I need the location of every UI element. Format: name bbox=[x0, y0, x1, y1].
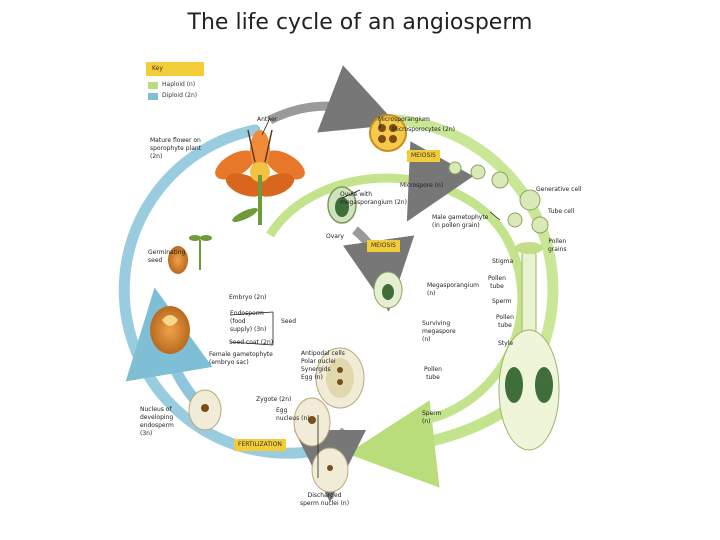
label-microsporocytes: Microsporocytes (2n) bbox=[392, 126, 455, 133]
label-endosperm: Endosperm (food supply) (3n) bbox=[230, 310, 267, 333]
ovule-illustration bbox=[327, 186, 357, 224]
seed-illustrations bbox=[150, 246, 222, 431]
flower-illustration bbox=[215, 129, 305, 225]
label-germinating-seed: Germinating seed bbox=[148, 249, 186, 264]
label-embryo: Embryo (2n) bbox=[229, 294, 267, 301]
label-nucleus-endosperm: Nucleus of developing endosperm (3n) bbox=[140, 406, 174, 437]
haploid-swatch bbox=[148, 82, 158, 89]
key-header: Key bbox=[146, 62, 204, 76]
label-stigma: Stigma bbox=[492, 258, 514, 265]
label-zygote: Zygote (2n) bbox=[256, 396, 292, 403]
pistil-illustration bbox=[498, 242, 560, 451]
haploid-label: Haploid (n) bbox=[162, 81, 196, 88]
label-seed: Seed bbox=[281, 318, 296, 325]
label-pollen-tube-3: Pollen tube bbox=[424, 366, 442, 381]
label-antipodal-cells: Antipodal cells Polar nuclei Synergids E… bbox=[301, 350, 345, 381]
label-male-gametophyte: Male gametophyte (in pollen grain) bbox=[432, 214, 489, 229]
label-sperm-right: Sperm bbox=[492, 298, 512, 305]
label-anther: Anther bbox=[257, 116, 278, 123]
label-style: Style bbox=[498, 340, 514, 347]
seedling-illustration bbox=[189, 235, 212, 270]
diploid-swatch bbox=[148, 93, 158, 100]
diploid-label: Diploid (2n) bbox=[162, 92, 198, 99]
embryo-sac-illustration bbox=[315, 347, 365, 409]
key-legend: Key Haploid (n) Diploid (2n) bbox=[146, 62, 204, 102]
label-pollen-grains: Pollen grains bbox=[548, 238, 567, 253]
label-sperm-bottom: Sperm (n) bbox=[422, 410, 442, 425]
label-egg-nucleus: Egg nucleus (n) bbox=[276, 407, 310, 422]
label-pollen-tube-1: Pollen tube bbox=[488, 275, 506, 290]
label-ovary: Ovary bbox=[326, 233, 344, 240]
label-female-gametophyte: Female gametophyte (embryo sac) bbox=[209, 351, 273, 366]
callout-lines bbox=[229, 117, 501, 478]
label-megasporangium: Megasporangium (n) bbox=[427, 282, 480, 297]
megasporangium-illustration bbox=[373, 271, 403, 309]
microspores-illustration bbox=[448, 161, 509, 189]
label-microspore: Microspore (n) bbox=[400, 182, 444, 189]
page-title: The life cycle of an angiosperm bbox=[187, 10, 533, 35]
meiosis-top-box: MEIOSIS bbox=[407, 150, 440, 162]
microsporangium-illustration bbox=[369, 114, 407, 152]
meiosis-mid-box: MEIOSIS bbox=[367, 240, 400, 252]
label-mature-flower: Mature flower on sporophyte plant (2n) bbox=[150, 137, 202, 160]
fertilization-box: FERTILIZATION bbox=[234, 439, 286, 451]
label-pollen-tube-2: Pollen tube bbox=[496, 314, 514, 329]
label-microsporangium: Microsporangium bbox=[378, 116, 430, 123]
label-ovule: Ovule with megasporangium (2n) bbox=[340, 191, 407, 206]
label-generative-cell: Generative cell bbox=[536, 186, 582, 193]
pollen-grains-illustration bbox=[507, 189, 549, 234]
label-discharged-sperm: Discharged sperm nuclei (n) bbox=[300, 492, 350, 507]
label-tube-cell: Tube cell bbox=[548, 208, 575, 215]
fertilization-illustration bbox=[293, 397, 349, 493]
label-surviving-megaspore: Surviving megaspore (n) bbox=[422, 320, 456, 343]
inner-haploid-ring bbox=[266, 173, 527, 425]
label-seed-coat: Seed coat (2n) bbox=[229, 339, 274, 346]
